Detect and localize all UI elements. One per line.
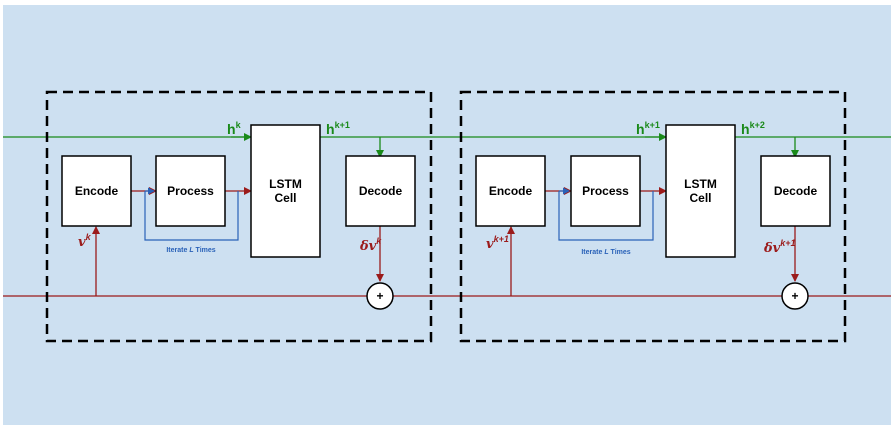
lstm-cell-box (250, 124, 321, 258)
h-out-label: hk+1 (326, 120, 350, 137)
block-boundary (459, 90, 847, 343)
diagram-background (3, 5, 891, 425)
sum-symbol: + (791, 289, 798, 303)
iterate-label: Iterate L Times (581, 249, 630, 256)
dv-label: δvk (359, 236, 382, 254)
encode-box (61, 155, 132, 227)
block-boundary (45, 90, 433, 343)
iterate-loop (558, 191, 654, 241)
iterate-label: Iterate L Times (166, 247, 215, 254)
block-1: Encode Process LSTM Cell Decode + hk hk+… (45, 90, 433, 343)
process-label: Process (582, 184, 629, 198)
lstm-cell-box (665, 124, 736, 258)
encode-label: Encode (489, 184, 533, 198)
sum-node (366, 282, 394, 310)
encode-label: Encode (75, 184, 119, 198)
decode-label: Decode (774, 184, 818, 198)
h-in-label: hk (227, 120, 242, 137)
h-out-label: hk+2 (741, 120, 765, 137)
sum-node (781, 282, 809, 310)
v-in-label: vk (78, 232, 92, 250)
lstm-label-line1: LSTM (684, 177, 717, 191)
decode-box (345, 155, 416, 227)
h-in-label: hk+1 (636, 120, 660, 137)
dv-label: δvk+1 (763, 238, 796, 256)
decode-label: Decode (359, 184, 403, 198)
iterate-loop (144, 191, 239, 241)
lstm-label-line2: Cell (689, 191, 711, 205)
process-box (570, 155, 641, 227)
block-2: Encode Process LSTM Cell Decode + hk+1 h… (459, 90, 847, 343)
process-label: Process (167, 184, 214, 198)
decode-box (760, 155, 831, 227)
lstm-label-line1: LSTM (269, 177, 302, 191)
process-box (155, 155, 226, 227)
encode-box (475, 155, 546, 227)
lstm-label-line2: Cell (274, 191, 296, 205)
v-in-label: vk+1 (486, 234, 509, 252)
sum-symbol: + (376, 289, 383, 303)
